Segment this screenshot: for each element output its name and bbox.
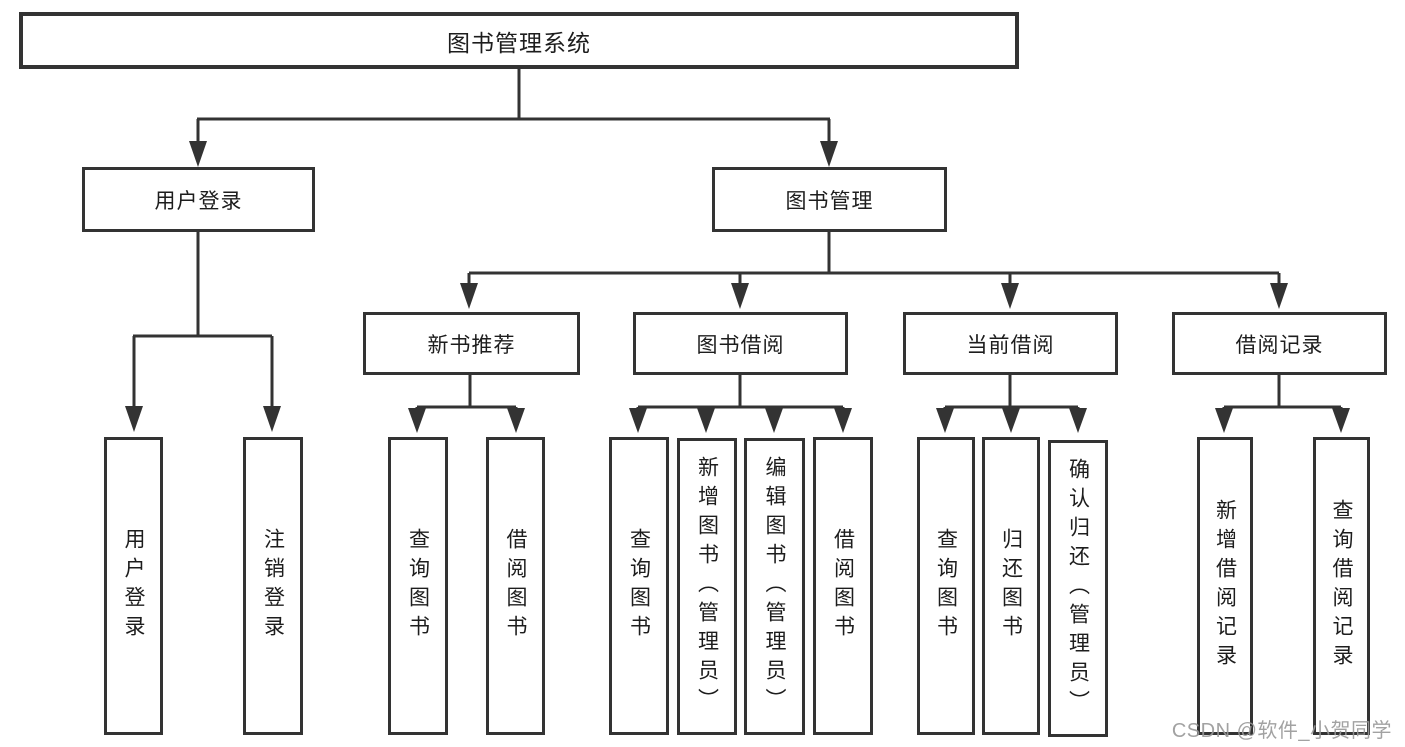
node-label: 当前借阅 [966, 333, 1055, 357]
root-label: 图书管理系统 [447, 29, 591, 56]
leaf-query-books-borrow: 查询图书 [609, 437, 669, 735]
leaf-logout: 注销登录 [243, 437, 303, 735]
leaf-query-borrow-record: 查询借阅记录 [1313, 437, 1370, 735]
leaf-add-borrow-record: 新增借阅记录 [1197, 437, 1253, 735]
leaf-label: 用户登录 [122, 528, 145, 644]
node-label: 借阅记录 [1235, 333, 1324, 357]
leaf-confirm-return-admin: 确认归还（管理员） [1048, 440, 1108, 737]
node-new-book-recommend: 新书推荐 [363, 312, 580, 375]
node-label: 用户登录 [154, 189, 243, 213]
leaf-label: 确认归还（管理员） [1066, 458, 1090, 719]
leaf-borrow-book: 借阅图书 [813, 437, 873, 735]
leaf-user-login: 用户登录 [104, 437, 163, 735]
leaf-label: 新增图书（管理员） [695, 456, 719, 717]
leaf-label: 编辑图书（管理员） [763, 456, 786, 717]
leaf-add-book-admin: 新增图书（管理员） [677, 438, 737, 735]
csdn-watermark: CSDN @软件_小贺同学 [1171, 720, 1392, 742]
leaf-label: 查询图书 [406, 528, 430, 644]
leaf-label: 借阅图书 [504, 528, 527, 644]
node-book-borrow: 图书借阅 [633, 312, 848, 375]
leaf-label: 借阅图书 [831, 528, 855, 644]
leaf-label: 注销登录 [261, 528, 285, 644]
leaf-label: 新增借阅记录 [1213, 499, 1237, 673]
leaf-return-book: 归还图书 [982, 437, 1040, 735]
node-user-login: 用户登录 [82, 167, 315, 232]
node-label: 图书管理 [785, 189, 874, 213]
leaf-label: 归还图书 [999, 528, 1023, 644]
node-label: 新书推荐 [427, 333, 516, 357]
leaf-borrow-book-recommend: 借阅图书 [486, 437, 545, 735]
node-borrow-records: 借阅记录 [1172, 312, 1387, 375]
leaf-label: 查询图书 [627, 528, 651, 644]
node-label: 图书借阅 [696, 333, 785, 357]
arrowheads [125, 141, 1350, 433]
node-book-management: 图书管理 [712, 167, 947, 232]
node-library-management-system: 图书管理系统 [19, 12, 1019, 69]
leaf-query-books-current: 查询图书 [917, 437, 975, 735]
leaf-label: 查询借阅记录 [1330, 499, 1353, 673]
leaf-edit-book-admin: 编辑图书（管理员） [744, 438, 805, 735]
node-current-borrow: 当前借阅 [903, 312, 1118, 375]
leaf-query-books-recommend: 查询图书 [388, 437, 448, 735]
leaf-label: 查询图书 [934, 528, 958, 644]
